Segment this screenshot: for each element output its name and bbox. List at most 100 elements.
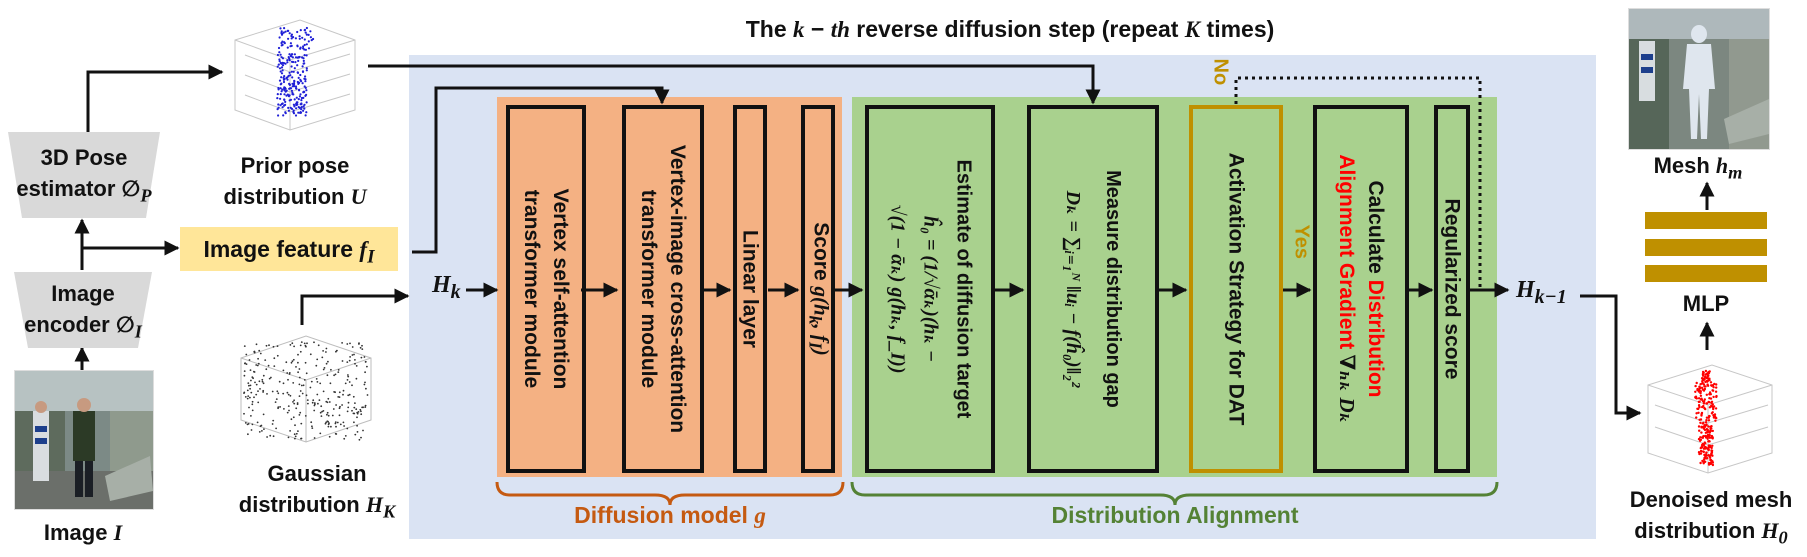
point-cloud-dot <box>284 30 287 33</box>
point-cloud-dot <box>244 396 247 398</box>
point-cloud-dot <box>257 362 260 365</box>
gaussian-var: H <box>365 492 383 517</box>
point-cloud-dot <box>296 402 299 404</box>
point-cloud-dot <box>1706 380 1709 383</box>
point-cloud-dot <box>315 364 318 367</box>
image-encoder-label: Image encoder ∅I <box>14 278 152 347</box>
image-encoder-shape <box>14 272 152 348</box>
point-cloud-dot <box>275 427 277 430</box>
point-cloud-dot <box>280 76 283 79</box>
point-cloud-dot <box>291 360 294 363</box>
vertex-image-cross-attention-box: Vertex-image cross-attention transformer… <box>622 105 704 473</box>
point-cloud-dot <box>287 109 290 112</box>
point-cloud-dot <box>295 87 298 90</box>
image-feature-sub: I <box>367 246 375 268</box>
point-cloud-dot <box>348 381 351 383</box>
point-cloud-dot <box>297 353 299 356</box>
title-text-3: times) <box>1200 16 1275 42</box>
point-cloud-dot <box>1710 425 1713 428</box>
point-cloud-dot <box>326 420 329 423</box>
point-cloud-dot <box>337 369 340 371</box>
point-cloud-dot <box>1715 386 1718 389</box>
point-cloud-dot <box>284 87 287 90</box>
point-cloud-dot <box>1714 390 1718 393</box>
point-cloud-dot <box>292 70 295 73</box>
point-cloud-dot <box>271 390 274 393</box>
point-cloud-dot <box>320 405 323 408</box>
point-cloud-dot <box>283 98 286 101</box>
mlp-bar-3 <box>1645 265 1767 282</box>
point-cloud-dot <box>301 392 304 395</box>
point-cloud-dot <box>276 65 279 68</box>
point-cloud-dot <box>319 432 322 435</box>
point-cloud-dot <box>258 349 261 352</box>
point-cloud-dot <box>1701 459 1704 463</box>
mesh-label: Mesh hm <box>1610 150 1786 188</box>
point-cloud-dot <box>1702 443 1706 447</box>
point-cloud-dot <box>328 435 331 438</box>
measure-gap-box: Measure distribution gap Dₖ = ∑ᵢ₌₁ᴺ ‖uᵢ … <box>1027 105 1159 473</box>
point-cloud-dot <box>282 114 285 117</box>
point-cloud-dot <box>268 377 271 380</box>
point-cloud-dot <box>303 62 306 65</box>
point-cloud-dot <box>283 93 286 96</box>
point-cloud-dot <box>304 415 307 417</box>
point-cloud-dot <box>279 406 281 408</box>
point-cloud-dot <box>305 89 308 92</box>
point-cloud-dot <box>317 344 320 347</box>
point-cloud-dot <box>299 46 302 49</box>
point-cloud-dot <box>290 60 294 63</box>
point-cloud-dot <box>295 96 298 99</box>
point-cloud-dot <box>276 93 279 96</box>
point-cloud-dot <box>280 102 283 106</box>
measure-gap-text: Measure distribution gap Dₖ = ∑ᵢ₌₁ᴺ ‖uᵢ … <box>1053 170 1133 408</box>
point-cloud-dot <box>287 95 290 98</box>
point-cloud-dot <box>272 345 275 348</box>
point-cloud-dot <box>253 370 255 373</box>
point-cloud-dot <box>305 69 308 72</box>
point-cloud-dot <box>1702 435 1705 438</box>
point-cloud-dot <box>281 40 284 43</box>
point-cloud-dot <box>247 433 249 436</box>
point-cloud-dot <box>341 404 343 406</box>
point-cloud-dot <box>303 43 306 47</box>
point-cloud-dot <box>310 380 313 383</box>
point-cloud-dot <box>290 53 293 56</box>
point-cloud-dot <box>279 61 282 65</box>
score-math-sub1: k <box>805 315 826 325</box>
point-cloud-dot <box>1697 437 1701 441</box>
score-box: Score g(hk, fI) <box>801 105 835 473</box>
point-cloud-dot <box>285 361 288 364</box>
gaussian-label: Gaussian distribution HK <box>232 458 402 527</box>
point-cloud-dot <box>287 37 290 40</box>
arrow-pose-to-prior <box>86 64 224 132</box>
point-cloud-dot <box>287 436 290 439</box>
point-cloud-dot <box>253 396 255 399</box>
point-cloud-dot <box>296 64 299 67</box>
point-cloud-dot <box>1707 448 1710 451</box>
point-cloud-dot <box>265 344 268 347</box>
point-cloud-dot <box>310 421 313 424</box>
image-encoder-line2: encoder ∅ <box>24 312 135 337</box>
point-cloud-dot <box>262 413 265 416</box>
point-cloud-dot <box>325 400 328 403</box>
point-cloud-dot <box>300 99 303 102</box>
point-cloud-dot <box>266 436 268 438</box>
point-cloud-dot <box>312 399 315 402</box>
point-cloud-dot <box>302 57 305 60</box>
point-cloud-dot <box>302 45 305 48</box>
point-cloud-dot <box>1702 421 1705 425</box>
prior-var: U <box>350 184 367 209</box>
point-cloud-dot <box>289 98 293 101</box>
point-cloud-dot <box>278 36 281 39</box>
point-cloud-dot <box>309 30 312 33</box>
point-cloud-dot <box>293 85 296 88</box>
point-cloud-dot <box>1700 386 1704 389</box>
point-cloud-dot <box>1702 450 1705 453</box>
point-cloud-dot <box>334 421 337 423</box>
point-cloud-dot <box>291 76 294 79</box>
point-cloud-dot <box>327 360 329 363</box>
point-cloud-dot <box>346 427 349 430</box>
point-cloud-dot <box>302 105 305 108</box>
point-cloud-dot <box>287 106 290 109</box>
